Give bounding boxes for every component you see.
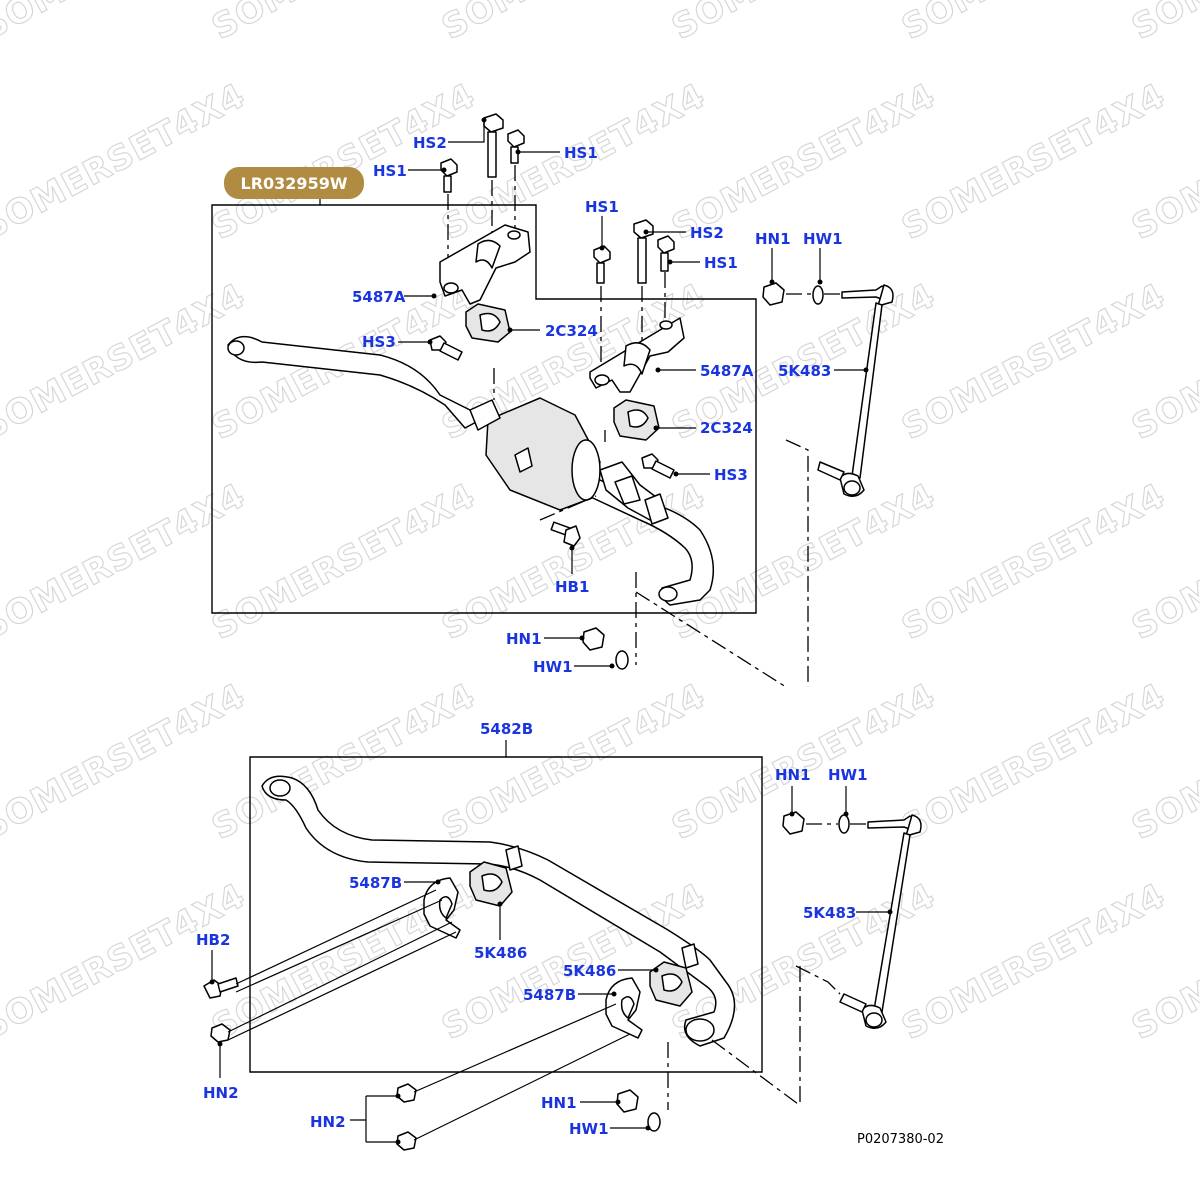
- label-hw1-a[interactable]: HW1: [803, 230, 843, 248]
- label-5k486-b[interactable]: 5K486: [563, 962, 616, 980]
- kit-frame-top: [211, 204, 757, 614]
- watermark-text: SOMERSET4X4: [1125, 0, 1200, 48]
- label-5487a-b[interactable]: 5487A: [700, 362, 754, 380]
- bracket-axis-lines-a: [227, 889, 457, 1041]
- badge-text: LR032959W: [241, 174, 348, 193]
- actuator-icon: [469, 397, 669, 525]
- bolt-hs1-d-icon: [657, 235, 675, 272]
- nut-hn1-a-icon: [762, 282, 785, 306]
- label-5487b-a[interactable]: 5487B: [349, 874, 402, 892]
- reference-code: P0207380-02: [857, 1132, 944, 1147]
- link-axis-b: [635, 439, 809, 688]
- label-hw1-b[interactable]: HW1: [533, 658, 573, 676]
- label-hw1-d[interactable]: HW1: [569, 1120, 609, 1138]
- bolt-hs2-b-icon: [633, 219, 654, 284]
- label-5k486-a[interactable]: 5K486: [474, 944, 527, 962]
- screw-hs3-a-icon: [429, 335, 463, 361]
- anti-roll-bar-bottom-icon: [261, 775, 736, 1047]
- label-hs1-c[interactable]: HS1: [585, 198, 619, 216]
- drop-link-5k483-bottom-icon: [839, 814, 922, 1029]
- screw-hs3-b-icon: [641, 453, 675, 479]
- washer-hw1-d-icon: [647, 1112, 661, 1132]
- assembly-axis-lines: [493, 368, 606, 521]
- bracket-axis-lines-b: [413, 1003, 631, 1141]
- label-hn1-a[interactable]: HN1: [755, 230, 791, 248]
- label-5487b-b[interactable]: 5487B: [523, 986, 576, 1004]
- nut-hn1-c-icon: [782, 811, 805, 835]
- bush-5k486-b-icon: [649, 961, 693, 1007]
- label-hs1-a[interactable]: HS1: [564, 144, 598, 162]
- label-hs3-a[interactable]: HS3: [362, 333, 396, 351]
- label-hs2-a[interactable]: HS2: [413, 134, 447, 152]
- bolt-axis-lines-b: [600, 272, 666, 370]
- label-5487a-a[interactable]: 5487A: [352, 288, 406, 306]
- badge-bg: [224, 167, 364, 199]
- label-hs1-d[interactable]: HS1: [704, 254, 738, 272]
- link-axis-d: [667, 965, 841, 1110]
- label-hs2-b[interactable]: HS2: [690, 224, 724, 242]
- washer-hw1-a-icon: [812, 285, 824, 305]
- nut-hn1-b-icon: [582, 627, 605, 651]
- label-hb1[interactable]: HB1: [555, 578, 589, 596]
- callouts: HS2 HS1 HS1 HS1 HS2 HN1 HW1 HS1 5487A 2C…: [196, 117, 944, 1147]
- label-5k483-b[interactable]: 5K483: [803, 904, 856, 922]
- label-hb2[interactable]: HB2: [196, 931, 230, 949]
- bolt-hs2-a-icon: [483, 113, 504, 178]
- bush-2c324-lower-icon: [613, 399, 660, 441]
- nut-hn2-b-icon: [396, 1083, 417, 1103]
- bracket-5487a-upper-icon: [439, 224, 531, 305]
- bolt-hs1-a-icon: [507, 129, 525, 164]
- label-hn2-a[interactable]: HN2: [203, 1084, 239, 1102]
- bush-2c324-upper-icon: [465, 303, 511, 343]
- label-2c324-a[interactable]: 2C324: [545, 322, 598, 340]
- drop-link-5k483-top-icon: [817, 284, 894, 497]
- bolt-hb1-icon: [550, 521, 581, 547]
- leader-hn2-b: [350, 1095, 398, 1143]
- part-number-badge[interactable]: LR032959W: [224, 167, 364, 199]
- label-hw1-c[interactable]: HW1: [828, 766, 868, 784]
- label-hs1-b[interactable]: HS1: [373, 162, 407, 180]
- washer-hw1-c-icon: [838, 814, 850, 834]
- bolt-hs1-c-icon: [593, 245, 611, 284]
- label-2c324-b[interactable]: 2C324: [700, 419, 753, 437]
- washer-hw1-b-icon: [615, 650, 629, 670]
- label-hn1-d[interactable]: HN1: [541, 1094, 577, 1112]
- bottom-assembly: [203, 740, 922, 1151]
- label-hn1-b[interactable]: HN1: [506, 630, 542, 648]
- label-5k483-a[interactable]: 5K483: [778, 362, 831, 380]
- bracket-5487b-b-icon: [605, 977, 643, 1039]
- bolt-hs1-b-icon: [440, 158, 458, 193]
- bolt-hb2-icon: [203, 977, 239, 999]
- label-hn1-c[interactable]: HN1: [775, 766, 811, 784]
- bracket-5487b-a-icon: [423, 877, 461, 939]
- label-5482b[interactable]: 5482B: [480, 720, 533, 738]
- kit-frame-bottom: [249, 756, 763, 1073]
- label-hn2-b[interactable]: HN2: [310, 1113, 346, 1131]
- bush-5k486-a-icon: [469, 861, 513, 907]
- bracket-5487a-lower-icon: [589, 317, 685, 393]
- label-hs3-b[interactable]: HS3: [714, 466, 748, 484]
- leader-hs2-a: [448, 118, 485, 143]
